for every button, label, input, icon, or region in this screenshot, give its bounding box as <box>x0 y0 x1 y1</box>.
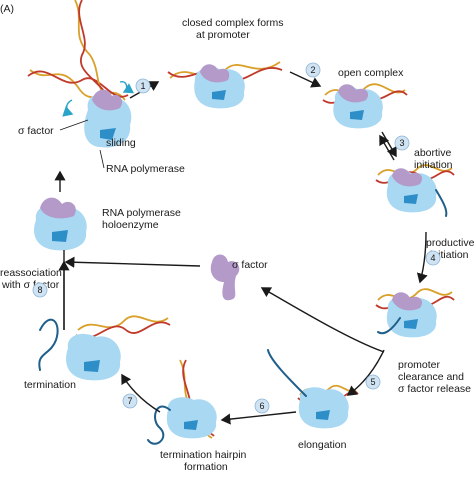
rna-polymerase-label: RNA polymerase <box>106 163 185 175</box>
sigma-factor-label: σ factor <box>18 125 54 137</box>
closed-complex-label-1: closed complex forms <box>182 17 284 29</box>
holoenzyme-label-1: RNA polymerase <box>102 207 181 219</box>
step-5: 5 <box>370 377 375 387</box>
sigma-factor-center-label: σ factor <box>232 259 268 271</box>
stage-open-complex <box>322 83 408 129</box>
step-4: 4 <box>430 253 435 263</box>
cycle-arrows <box>54 71 428 425</box>
step-numbers: 1 2 3 4 5 6 7 8 <box>32 62 441 414</box>
step-2: 2 <box>310 65 315 75</box>
stage-termination <box>38 315 171 381</box>
free-sigma-factor <box>210 254 240 301</box>
stage-closed-complex <box>167 61 283 109</box>
promoter-clearance-label-1: promoter <box>398 359 441 371</box>
hairpin-label-1: termination hairpin <box>160 449 247 461</box>
hairpin-label-2: formation <box>184 461 228 473</box>
elongation-label: elongation <box>298 439 347 451</box>
open-complex-label: open complex <box>338 67 404 79</box>
step-1: 1 <box>140 81 145 91</box>
stage-holoenzyme <box>34 197 87 251</box>
holoenzyme-label-2: holoenzyme <box>102 219 159 231</box>
stage-sliding <box>27 0 135 148</box>
stage-promoter-clearance <box>375 288 455 338</box>
reassociation-label-2: with σ factor <box>1 279 60 291</box>
sliding-label: sliding <box>106 137 136 149</box>
stage-elongation <box>267 349 359 429</box>
step-7: 7 <box>127 396 132 406</box>
abortive-label-1: abortive <box>414 147 452 159</box>
promoter-clearance-label-2: clearance and <box>398 371 464 383</box>
step-3: 3 <box>399 138 404 148</box>
step-6: 6 <box>259 401 264 411</box>
stage-termination-hairpin <box>147 359 217 445</box>
stage-abortive-initiation <box>375 164 455 217</box>
closed-complex-label-2: at promoter <box>196 29 250 41</box>
abortive-label-2: initiation <box>414 159 453 171</box>
productive-label-1: productive <box>426 237 474 249</box>
step-8: 8 <box>37 285 42 295</box>
panel-label: (A) <box>0 3 14 15</box>
termination-label: termination <box>24 379 76 391</box>
promoter-clearance-label-3: σ factor release <box>398 383 471 395</box>
reassociation-label-1: reassociation <box>0 267 62 279</box>
